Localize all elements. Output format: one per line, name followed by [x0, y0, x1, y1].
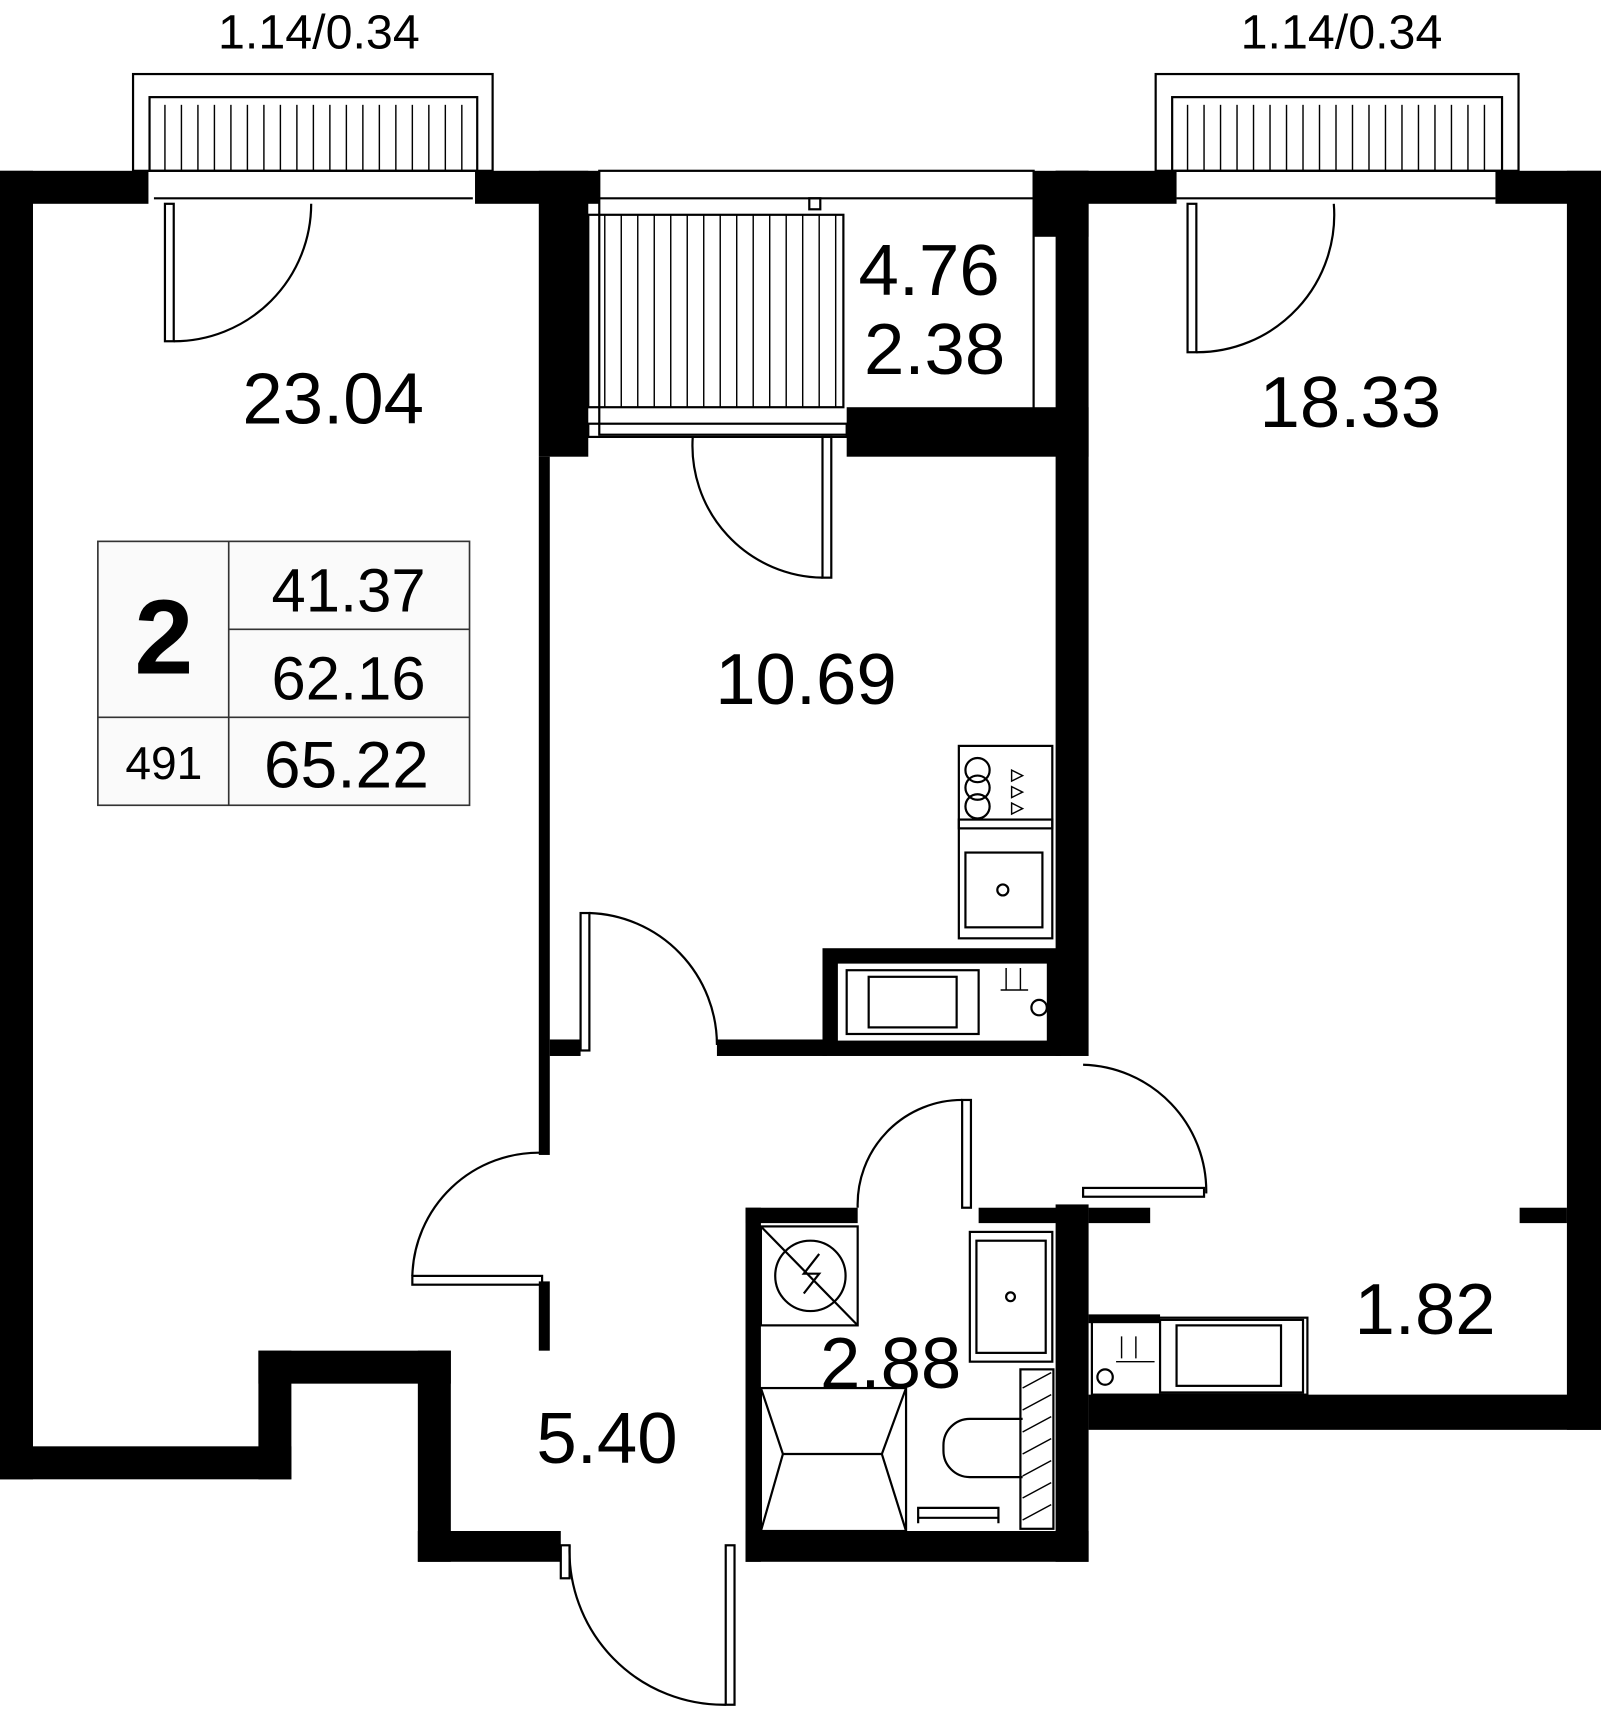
- loggia-reduced-area: 2.38: [864, 309, 1005, 390]
- loggia-area: 4.76: [859, 230, 1000, 311]
- living-area: 41.37: [272, 557, 426, 626]
- room-area-kitchen: 10.69: [715, 639, 897, 720]
- sink: [957, 818, 1054, 940]
- balcony-left-area: 1.14/0.34: [218, 6, 420, 60]
- balcony-left: [131, 72, 494, 172]
- walls: [0, 170, 1601, 1562]
- loggia: [587, 169, 1035, 436]
- summary-table: 2 41.37 62.16 491 65.22: [97, 540, 471, 807]
- rooms-count: 2: [134, 578, 193, 696]
- total-area: 62.16: [272, 645, 426, 714]
- room-area-hall: 5.40: [536, 1398, 677, 1479]
- balcony-right-area: 1.14/0.34: [1241, 6, 1443, 60]
- bathroom-fixtures: [759, 1225, 1055, 1533]
- doors: [153, 197, 1496, 1706]
- room-area-bathroom: 2.88: [820, 1323, 961, 1404]
- room-area-closet: 1.82: [1354, 1269, 1495, 1350]
- balcony-right: [1154, 72, 1520, 172]
- room-area-living: 23.04: [242, 359, 424, 440]
- flat-number: 491: [125, 737, 202, 789]
- room-area-bedroom: 18.33: [1259, 362, 1441, 443]
- total-with-balconies: 65.22: [264, 728, 429, 802]
